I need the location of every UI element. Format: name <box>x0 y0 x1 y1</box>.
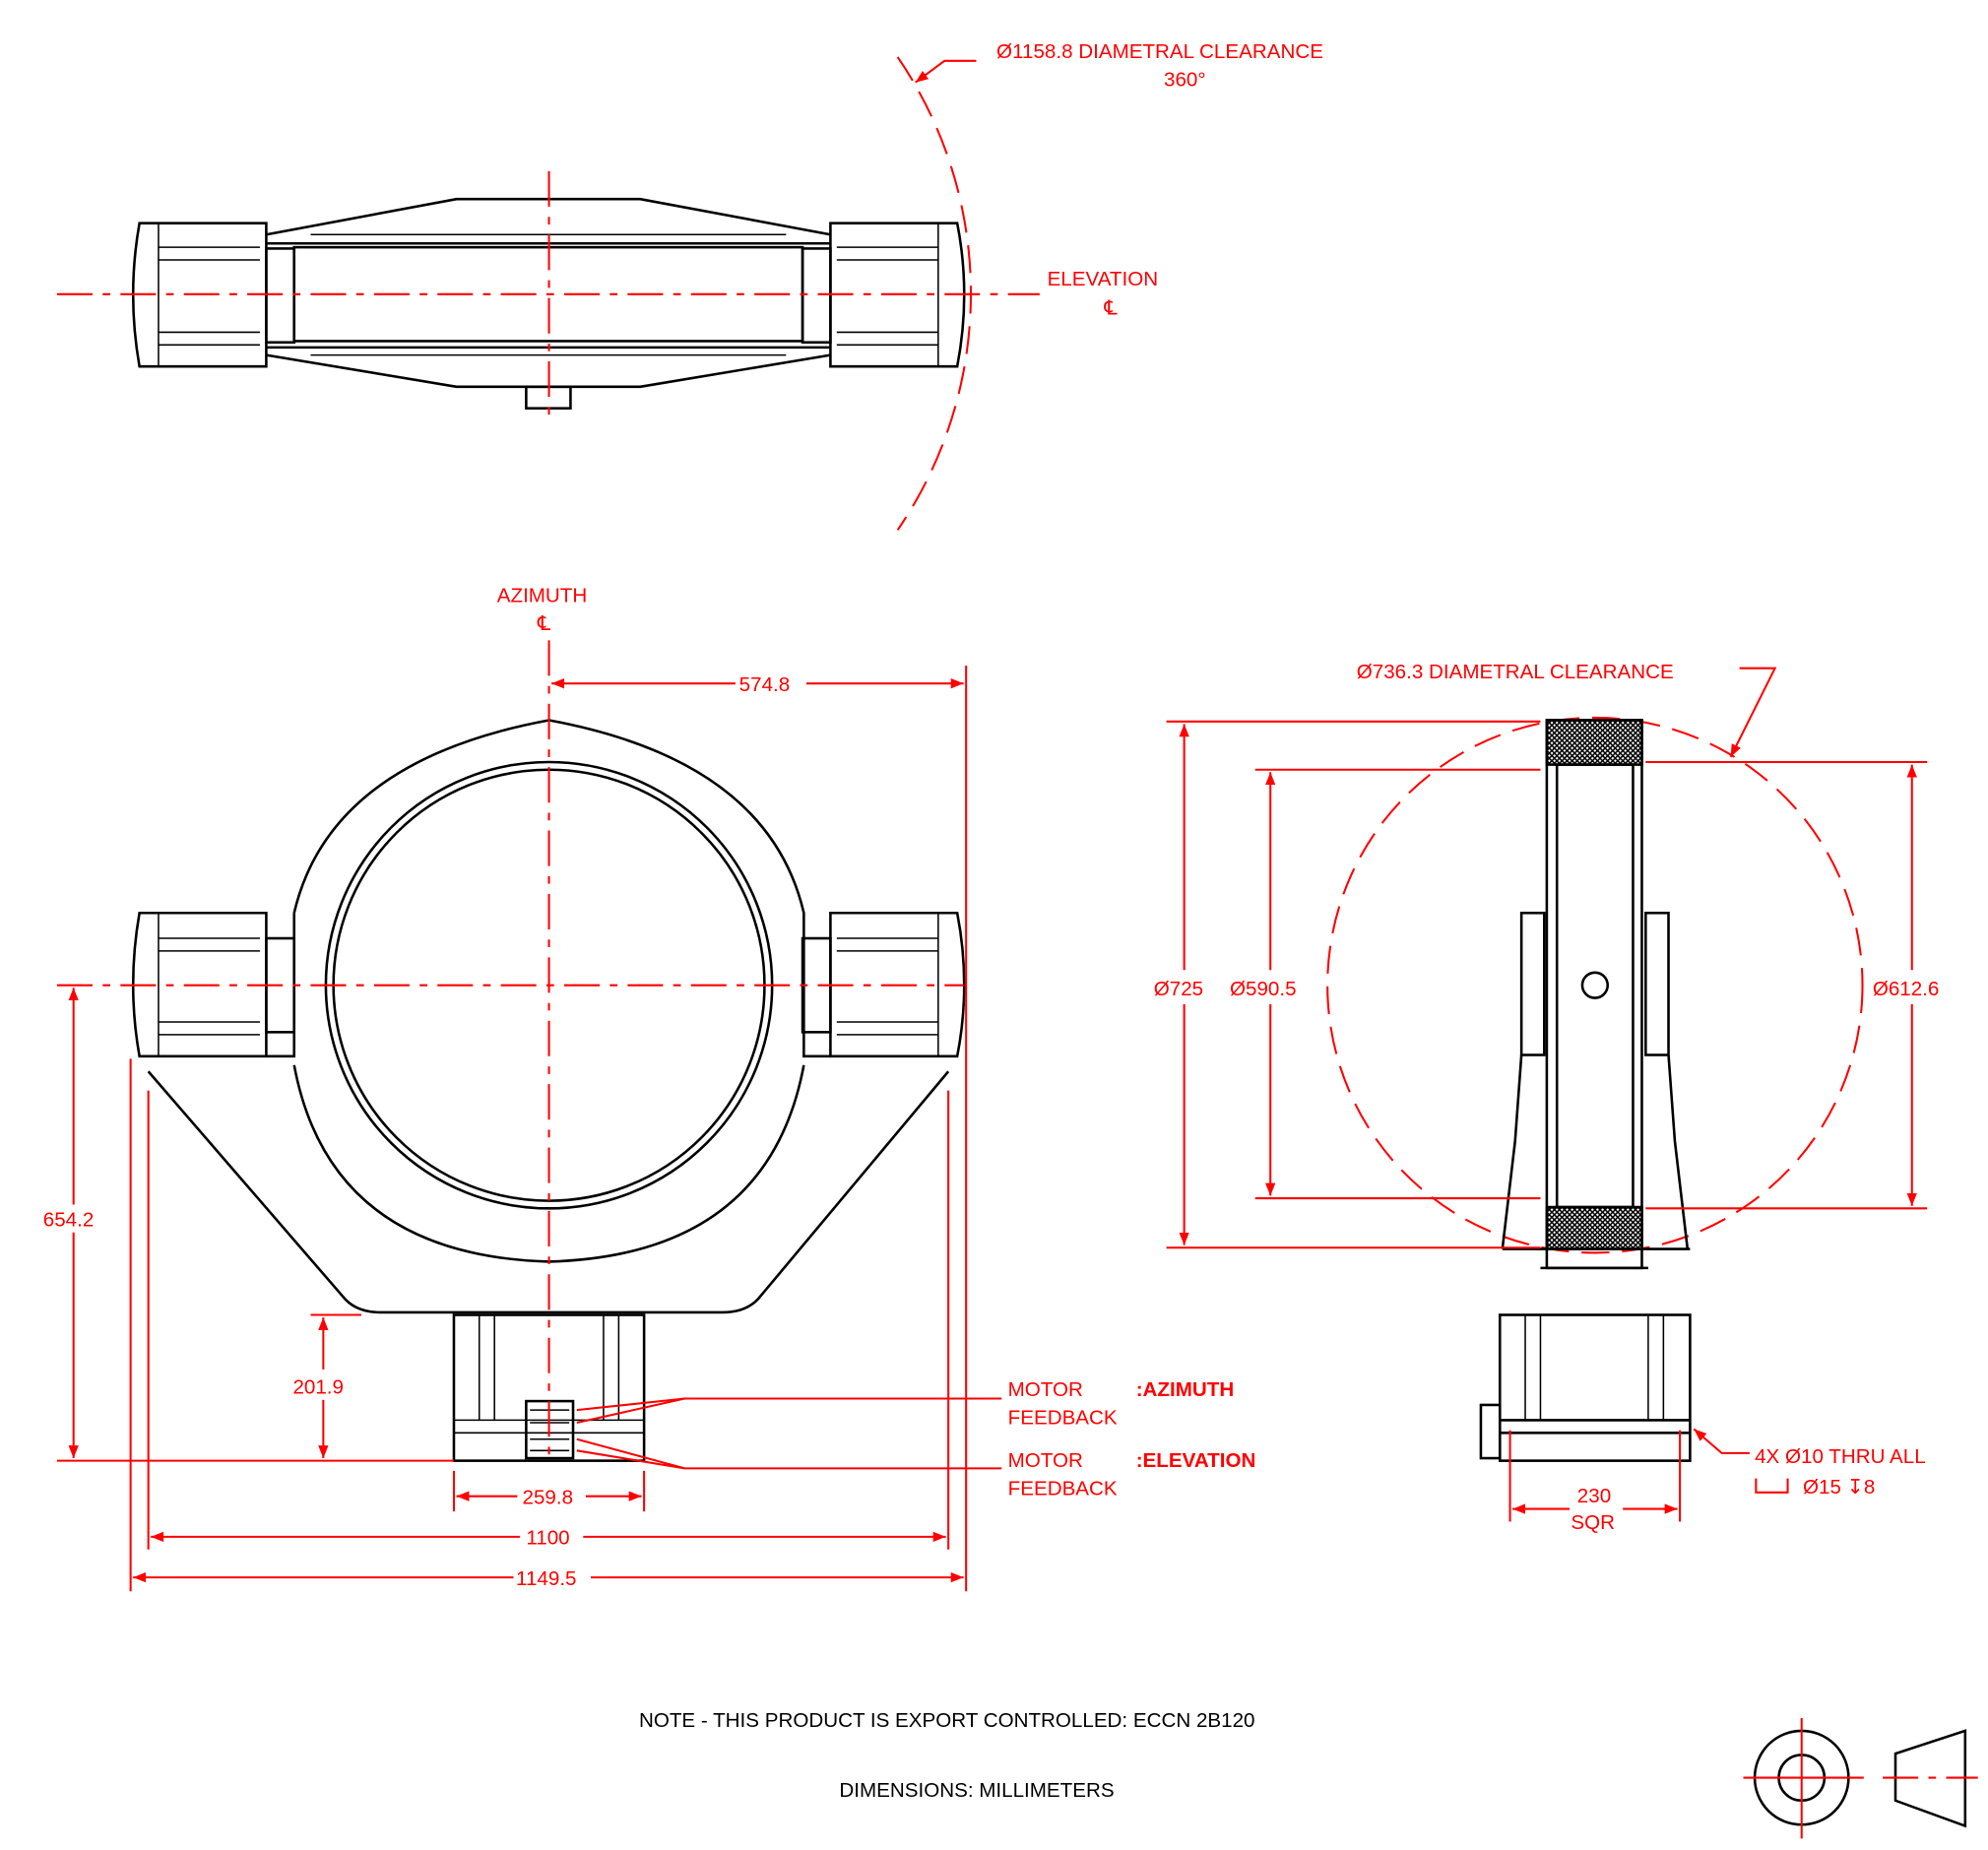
dim-sqr: SQR <box>1571 1511 1615 1534</box>
callout-feedback-label: FEEDBACK <box>1008 1406 1118 1429</box>
counterbore-icon <box>1755 1478 1789 1494</box>
hole-note-thru: 4X Ø10 THRU ALL <box>1755 1445 1926 1468</box>
top-view: Ø1158.8 DIAMETRAL CLEARANCE 360° ELEVATI… <box>56 40 1323 531</box>
dim-230: 230 <box>1577 1485 1611 1507</box>
dim-612-6: Ø612.6 <box>1873 978 1940 1000</box>
top-left-motor <box>131 222 296 368</box>
dim-1100: 1100 <box>526 1527 569 1550</box>
callout-axis-label: :AZIMUTH <box>1136 1378 1235 1401</box>
callout-feedback-label: FEEDBACK <box>1008 1477 1118 1499</box>
side-clearance-label: Ø736.3 DIAMETRAL CLEARANCE <box>1357 661 1674 683</box>
side-view: Ø725 Ø590.5 Ø612.6 Ø736.3 DIAMETRAL CLEA… <box>1154 661 1940 1534</box>
units-note: DIMENSIONS: MILLIMETERS <box>839 1779 1114 1802</box>
top-clearance-angle: 360° <box>1164 69 1206 92</box>
front-view: AZIMUTH ℄ 574.8 654.2 201.9 259.8 1100 1… <box>43 585 1256 1592</box>
top-right-motor <box>801 222 966 368</box>
callout-azimuth-feedback: MOTOR :AZIMUTH FEEDBACK <box>1008 1378 1235 1429</box>
hole-note-counterbore: Ø15 ↧8 <box>1803 1476 1875 1499</box>
dim-201-9: 201.9 <box>292 1375 344 1398</box>
dim-574-8: 574.8 <box>739 673 791 696</box>
elevation-label: ELEVATION <box>1048 268 1159 290</box>
dim-259-8: 259.8 <box>523 1486 574 1508</box>
callout-axis-label: :ELEVATION <box>1136 1449 1256 1472</box>
dim-654-2: 654.2 <box>43 1208 95 1231</box>
callout-motor-label: MOTOR <box>1008 1449 1083 1472</box>
callout-motor-label: MOTOR <box>1008 1378 1083 1401</box>
dim-590-5: Ø590.5 <box>1230 978 1297 1000</box>
dim-725: Ø725 <box>1154 978 1203 1000</box>
dim-1149-5: 1149.5 <box>516 1567 576 1590</box>
azimuth-centerline-symbol: ℄ <box>537 612 551 635</box>
top-clearance-label: Ø1158.8 DIAMETRAL CLEARANCE <box>996 40 1323 63</box>
elevation-centerline-symbol: ℄ <box>1104 296 1119 319</box>
third-angle-projection-icon <box>1743 1718 1978 1839</box>
callout-elevation-feedback: MOTOR :ELEVATION FEEDBACK <box>1008 1449 1256 1499</box>
export-note: NOTE - THIS PRODUCT IS EXPORT CONTROLLED… <box>639 1709 1255 1732</box>
azimuth-label: AZIMUTH <box>497 585 588 607</box>
